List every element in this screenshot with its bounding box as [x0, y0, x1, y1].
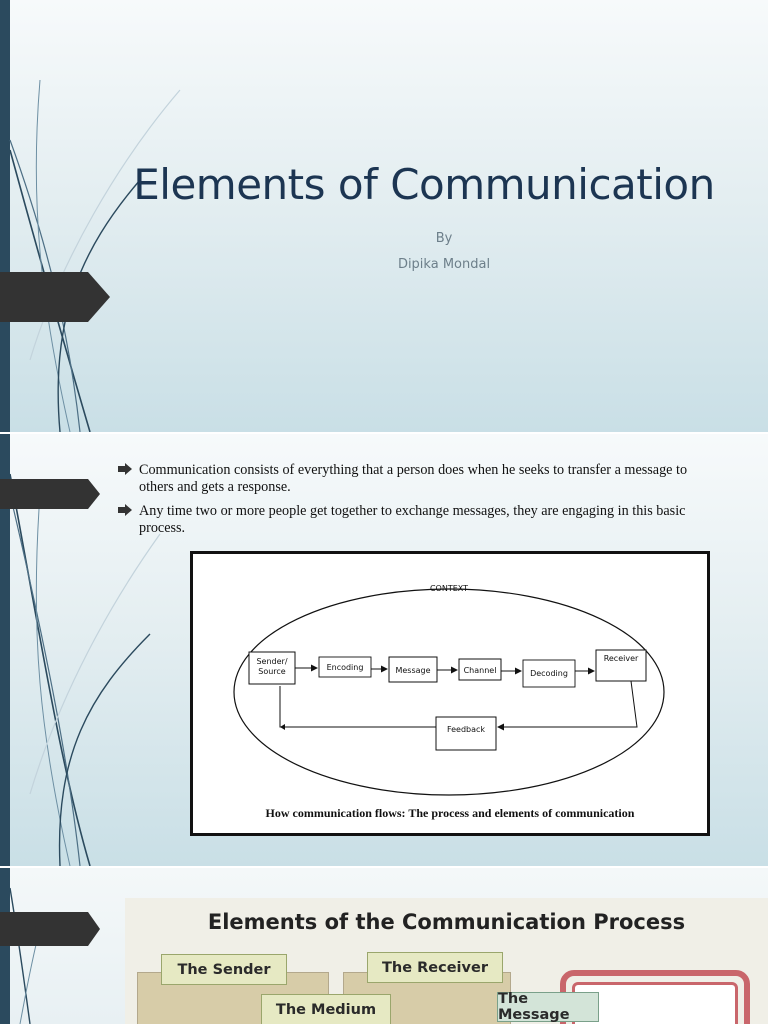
bullet-item: Communication consists of everything tha…	[118, 462, 718, 496]
infographic-title: Elements of the Communication Process	[207, 910, 686, 934]
message-label: The Message	[497, 991, 599, 1023]
slide-accent-bar	[0, 434, 10, 866]
arrow-feedback-sender	[279, 686, 436, 728]
bullet-list: Communication consists of everything tha…	[118, 462, 718, 544]
process-infographic: Elements of the Communication Process Th…	[125, 898, 768, 1024]
communication-flow-diagram: CONTEXT Sender/ Source Encoding Message …	[190, 551, 710, 836]
channel-label: Channel	[464, 666, 497, 675]
author-name: Dipika Mondal	[397, 257, 491, 272]
bullet-text: Communication consists of everything tha…	[139, 462, 688, 495]
bullet-text: Any time two or more people get together…	[139, 503, 686, 536]
slide-elements-process[interactable]: Elements of the Communication Process Th…	[0, 868, 768, 1024]
arrow-bullet-icon	[118, 504, 132, 516]
slide-tab-marker	[0, 479, 100, 509]
sender-node	[248, 651, 296, 685]
receiver-label: The Receiver	[367, 952, 503, 983]
receiver-label: Receiver	[604, 654, 639, 663]
bullet-item: Any time two or more people get together…	[118, 503, 718, 537]
channel-node	[458, 658, 502, 681]
slide-title-text: Elements of Communication	[133, 160, 715, 209]
slide-definition[interactable]: Communication consists of everything tha…	[0, 434, 768, 866]
decorative-swoosh	[9, 79, 181, 432]
decoding-node	[522, 659, 576, 688]
sender-label: The Sender	[161, 954, 287, 985]
slide-tab-marker	[0, 912, 100, 946]
decorative-swoosh	[9, 473, 161, 866]
message-label: Message	[395, 666, 430, 675]
sender-label-line2: Source	[258, 667, 286, 676]
figure-caption: How communication flows: The process and…	[265, 806, 635, 820]
feedback-node	[435, 716, 497, 751]
receiver-node	[595, 649, 647, 682]
sender-label-line1: Sender/	[256, 657, 287, 666]
arrow-bullet-icon	[118, 463, 132, 475]
encoding-node	[318, 656, 372, 678]
decoding-label: Decoding	[530, 669, 568, 678]
slide-title[interactable]: Elements of Communication By Dipika Mond…	[0, 0, 768, 432]
context-label: CONTEXT	[430, 584, 468, 593]
slide-tab-marker	[0, 272, 110, 322]
encoding-label: Encoding	[327, 663, 364, 672]
by-label: By	[435, 231, 453, 246]
feedback-label: Feedback	[447, 725, 485, 734]
slide-accent-bar	[0, 0, 10, 432]
medium-label: The Medium	[261, 994, 391, 1024]
arrow-receiver-feedback	[497, 680, 638, 731]
context-ellipse	[233, 588, 665, 796]
